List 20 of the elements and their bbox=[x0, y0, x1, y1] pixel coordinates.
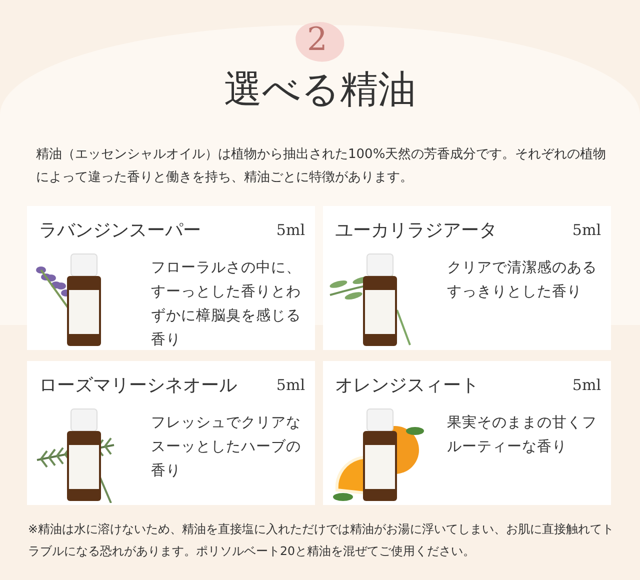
volume-label: 5ml bbox=[572, 376, 601, 394]
step-number: 2 bbox=[307, 23, 328, 55]
product-name: オレンジスィート bbox=[335, 374, 479, 397]
product-card bbox=[27, 361, 315, 505]
volume-label: 5ml bbox=[572, 221, 601, 239]
product-card bbox=[27, 206, 315, 350]
scent-description: 果実そのままの甘くフルーティーな香り bbox=[447, 414, 597, 457]
intro-text: 精油（エッセンシャルオイル）は植物から抽出された100%天然の芳香成分です。それぞれの植物によって違った香りと働きを持ち、精油ごとに特徴があります。 bbox=[36, 146, 608, 187]
scent-description: クリアで清潔感のあるすっきりとした香り bbox=[447, 259, 597, 302]
footnote: ※精油は水に溶けないため、精油を直接塩に入れただけでは精油がお湯に浮いてしまい、お肌に直接触れてトラブルになる恐れがあります。ポリソルベート20と精油を混ぜてご使用ください。 bbox=[28, 521, 615, 560]
product-name: ラバンジンスーパー bbox=[39, 219, 201, 242]
product-card bbox=[323, 206, 611, 350]
product-card bbox=[323, 361, 611, 505]
product-name: ローズマリーシネオール bbox=[39, 374, 237, 397]
scent-description: フローラルさの中に、すーっとした香りとわずかに樟脳臭を感じる香り bbox=[151, 259, 301, 350]
volume-label: 5ml bbox=[276, 221, 305, 239]
product-name: ユーカリラジアータ bbox=[335, 219, 497, 242]
heading: 選べる精油 bbox=[223, 66, 417, 113]
scent-description: フレッシュでクリアなスーッとしたハーブの香り bbox=[151, 414, 301, 481]
volume-label: 5ml bbox=[276, 376, 305, 394]
